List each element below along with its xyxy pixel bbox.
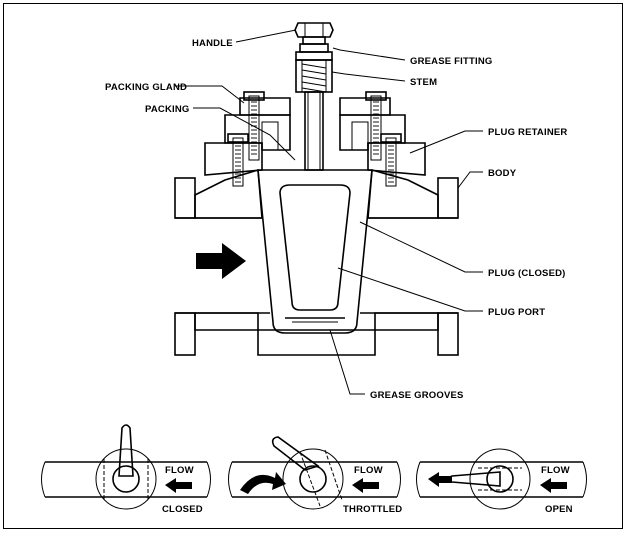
- curved-flow-arrow-icon: [240, 472, 286, 494]
- stem: [295, 59, 333, 171]
- position-throttled: FLOW THROTTLED: [228, 436, 402, 515]
- diagram-frame: [3, 3, 623, 529]
- label-packing-gland: PACKING GLAND: [105, 82, 187, 93]
- state-label-open: OPEN: [545, 504, 573, 515]
- label-plug-port: PLUG PORT: [488, 307, 545, 318]
- flow-arrow-icon: [428, 472, 452, 487]
- flow-arrow-icon: [540, 478, 567, 493]
- plug: [257, 169, 373, 334]
- flow-label: FLOW: [541, 465, 570, 476]
- handle: [294, 22, 334, 61]
- label-grease-grooves: GREASE GROOVES: [370, 390, 464, 401]
- bolts: [227, 91, 402, 187]
- position-open: FLOW OPEN: [416, 448, 587, 515]
- label-handle: HANDLE: [192, 38, 233, 49]
- packing-rings: [261, 121, 369, 151]
- flow-label: FLOW: [354, 465, 383, 476]
- state-label-closed: CLOSED: [162, 504, 203, 515]
- flow-arrow-icon: [165, 478, 192, 493]
- position-closed: FLOW CLOSED: [41, 424, 211, 515]
- label-body: BODY: [488, 168, 517, 179]
- flow-label: FLOW: [165, 465, 194, 476]
- state-label-throttled: THROTTLED: [343, 504, 402, 515]
- label-plug-retainer: PLUG RETAINER: [488, 127, 567, 138]
- label-packing: PACKING: [145, 104, 190, 115]
- label-plug-closed: PLUG (CLOSED): [488, 268, 566, 279]
- label-stem: STEM: [410, 77, 437, 88]
- label-grease-fitting: GREASE FITTING: [410, 56, 493, 67]
- flow-arrow-icon: [352, 478, 379, 493]
- flow-arrow-icon: [196, 243, 246, 279]
- leader-lines: [175, 29, 483, 395]
